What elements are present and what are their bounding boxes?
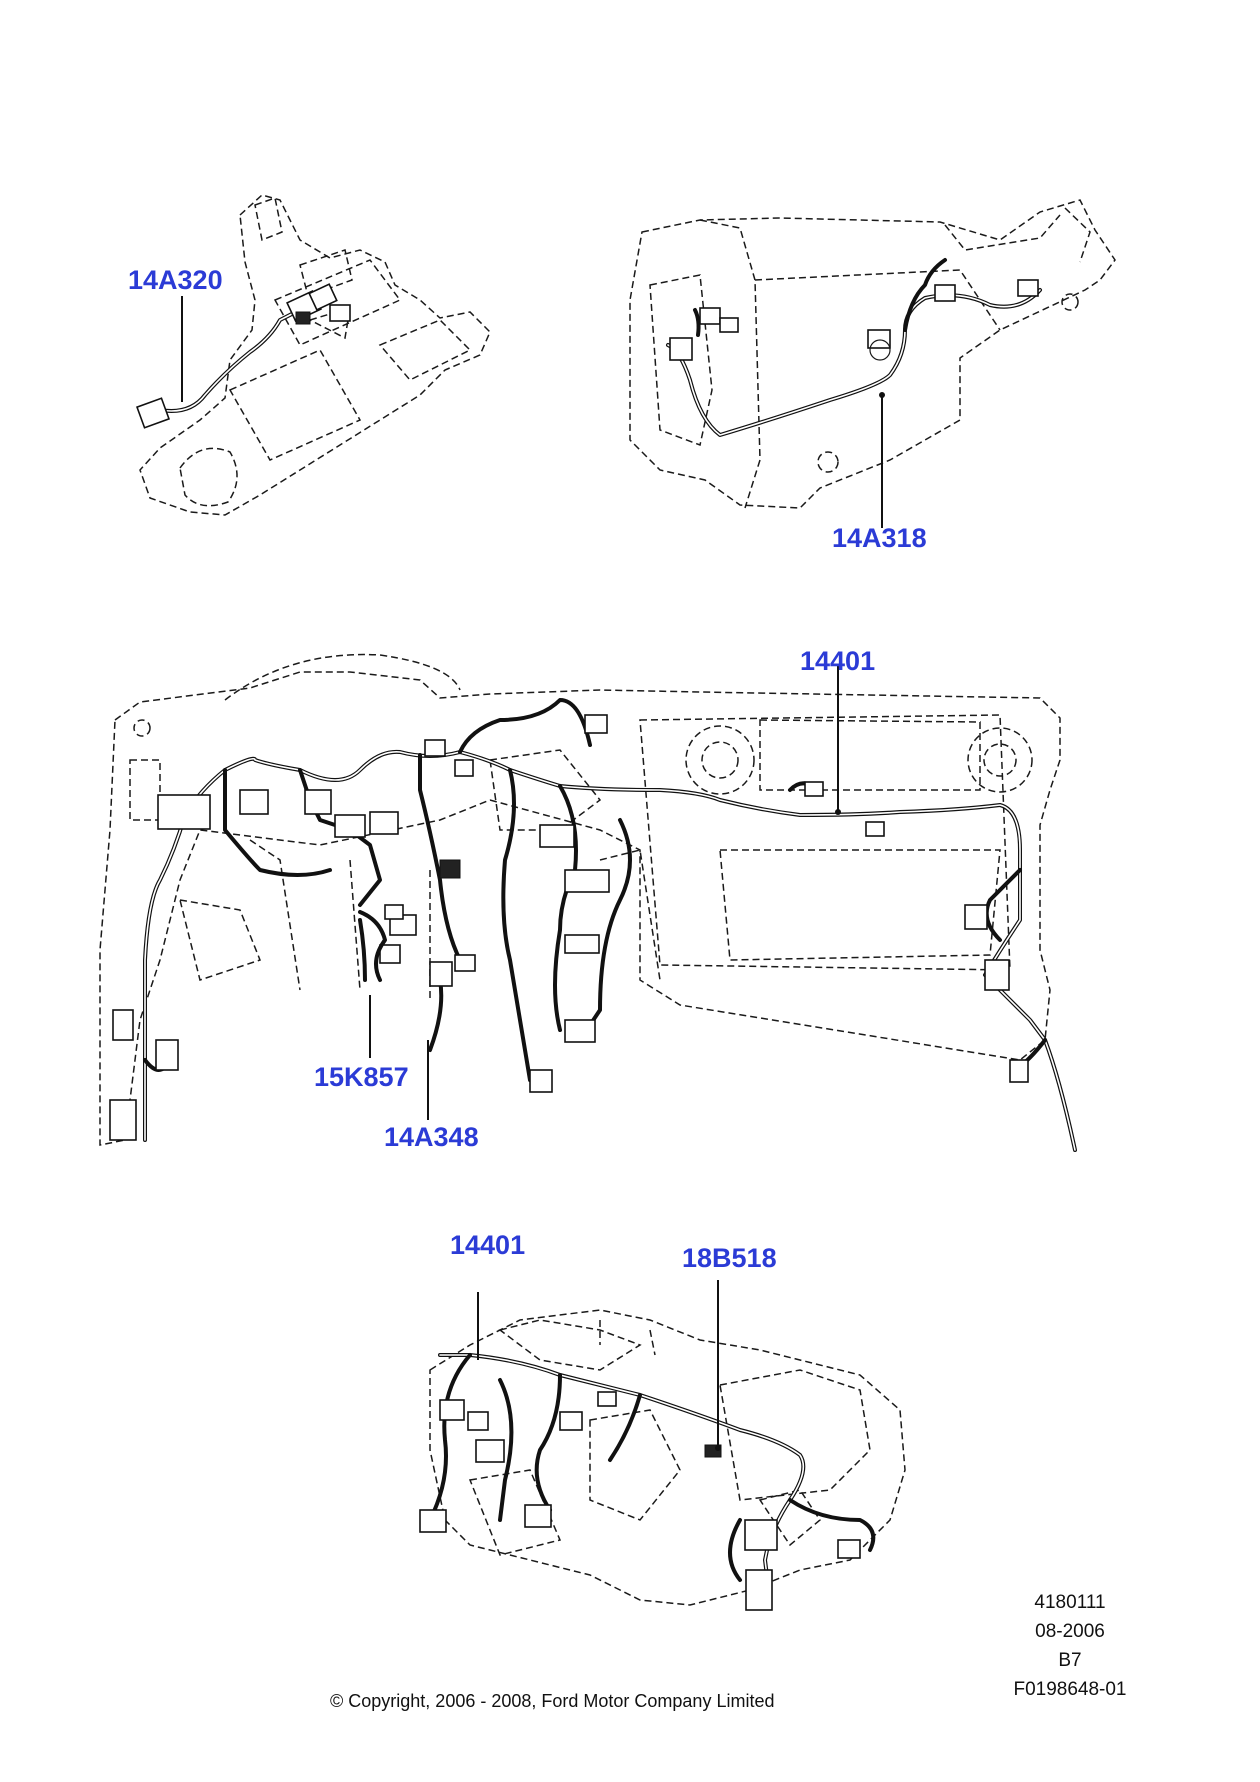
callout-steering-column-harness: 14A320 — [128, 265, 223, 295]
callout-hvac-harness-18b518: 18B518 — [682, 1243, 777, 1273]
callout-instrument-panel-harness: 14401 — [800, 646, 876, 676]
reference-code: B7 — [1058, 1650, 1082, 1671]
callout-console-harness: 14A318 — [832, 523, 927, 553]
center-console-assembly — [629, 199, 1116, 528]
callout-main-harness-hvac: 14401 — [450, 1230, 526, 1260]
steering-column-assembly — [135, 194, 491, 516]
hvac-module-assembly — [419, 1280, 906, 1611]
instrument-panel-assembly — [99, 653, 1077, 1152]
figure-id: F0198648-01 — [1013, 1679, 1127, 1700]
callout-jumper-harness-15k857: 15K857 — [314, 1062, 409, 1092]
reference-date: 08-2006 — [1035, 1621, 1105, 1642]
callout-jumper-harness-14a348: 14A348 — [384, 1122, 479, 1152]
copyright-notice: © Copyright, 2006 - 2008, Ford Motor Com… — [330, 1691, 775, 1711]
reference-number: 4180111 — [1034, 1592, 1106, 1613]
